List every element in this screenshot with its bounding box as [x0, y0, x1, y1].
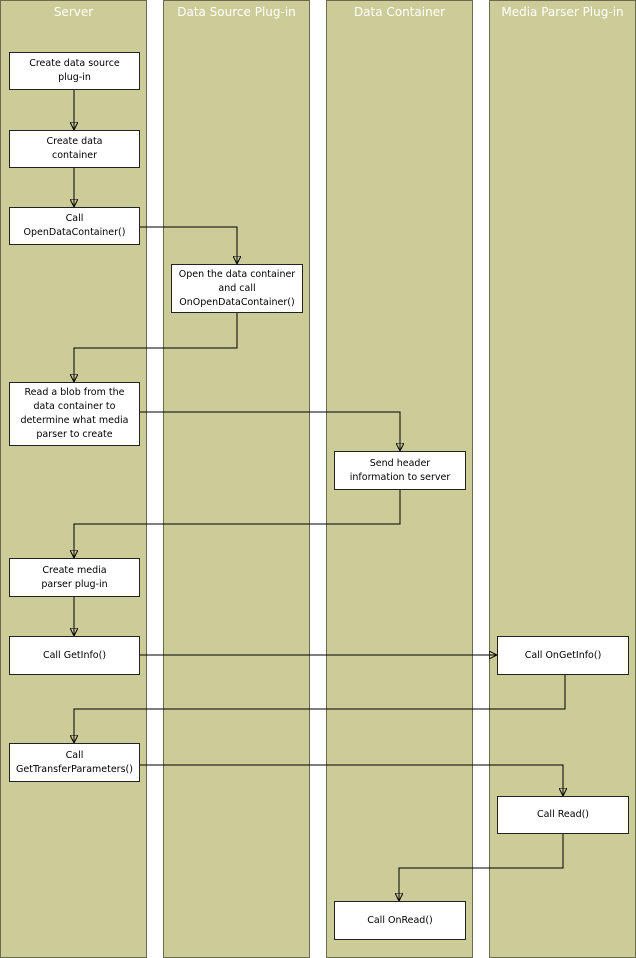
step-call-ongetinfo: Call OnGetInfo() [497, 636, 629, 675]
step-create-media-parser-plugin: Create media parser plug-in [9, 558, 140, 597]
step-call-gettransferparameters: Call GetTransferParameters() [9, 743, 140, 782]
lane-title-data-source-plugin: Data Source Plug-in [177, 5, 296, 19]
step-call-onread: Call OnRead() [334, 901, 466, 940]
step-create-data-container: Create data container [9, 130, 140, 168]
step-open-data-container: Open the data container and call OnOpenD… [171, 264, 303, 313]
step-call-opendatacontainer: Call OpenDataContainer() [9, 207, 140, 245]
step-read-blob: Read a blob from the data container to d… [9, 382, 140, 446]
step-call-getinfo: Call GetInfo() [9, 636, 140, 675]
lane-data-source-plugin: Data Source Plug-in [163, 0, 310, 958]
step-call-read: Call Read() [497, 796, 629, 834]
step-create-data-source-plugin: Create data source plug-in [9, 52, 140, 90]
lane-title-media-parser-plugin: Media Parser Plug-in [501, 5, 624, 19]
step-send-header-info: Send header information to server [334, 451, 466, 490]
lane-title-server: Server [53, 5, 94, 19]
lane-title-data-container: Data Container [353, 5, 446, 19]
